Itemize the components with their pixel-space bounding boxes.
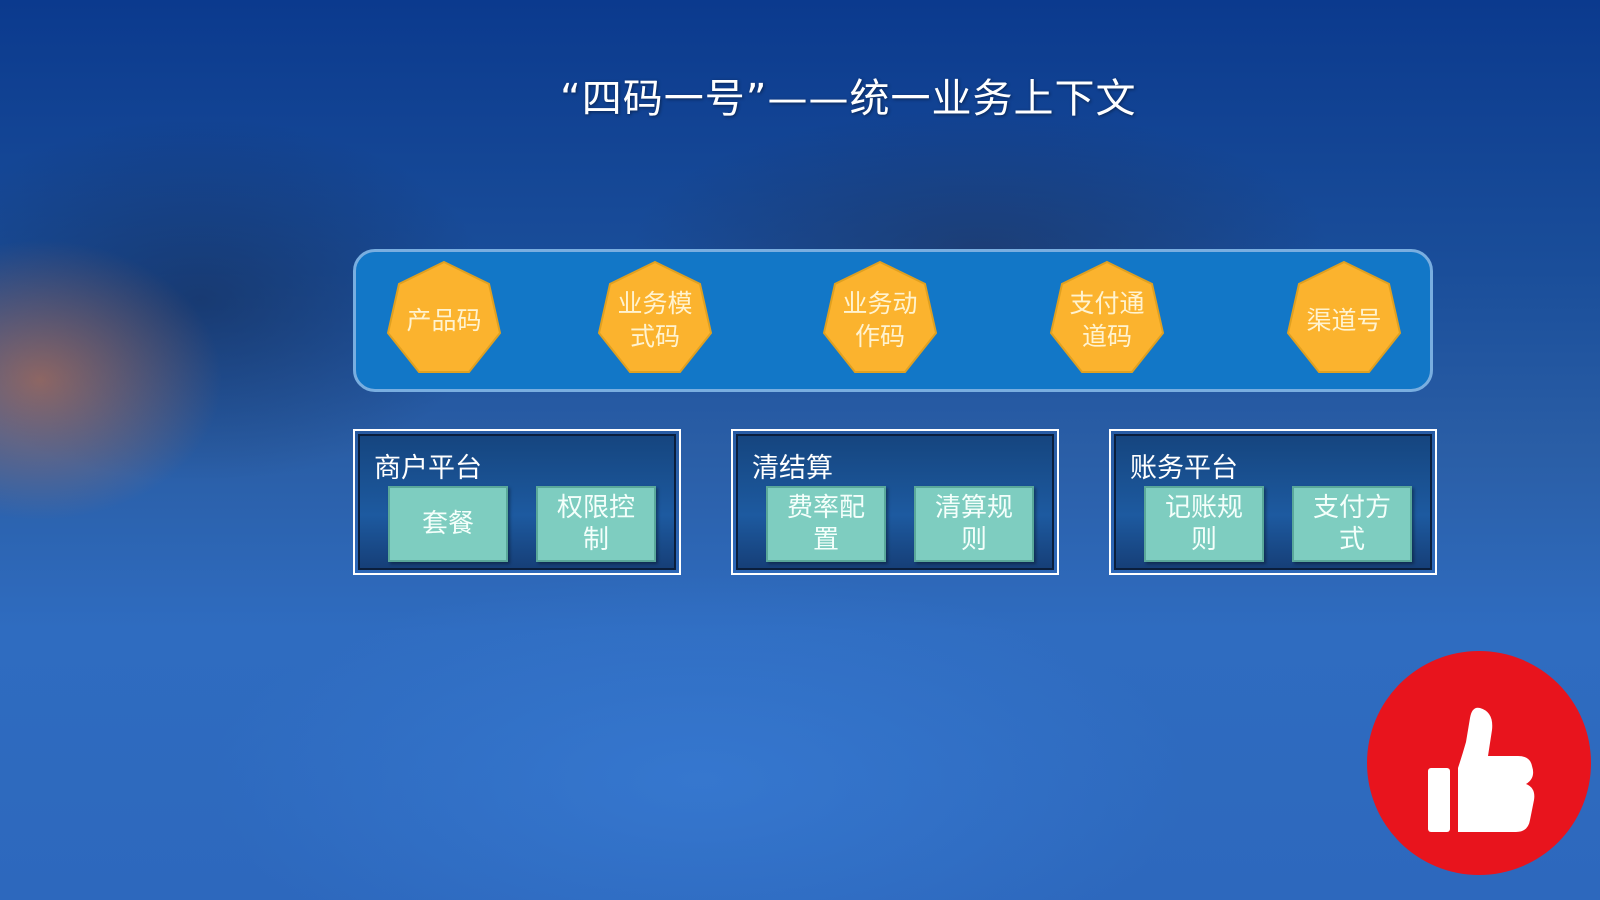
heptagon-shape (1049, 260, 1165, 373)
code-label: 渠道号 (1306, 305, 1382, 335)
code-product: 产品码 (382, 258, 506, 382)
code-business-mode: 业务模式码 (593, 258, 717, 382)
heptagon-shape (822, 260, 938, 373)
code-label: 业务动作码 (842, 289, 918, 351)
page-title: “四码一号”——统一业务上下文 (560, 76, 1137, 122)
tile-permission-control: 权限控制 (536, 486, 656, 562)
platform-merchant: 商户平台 套餐 权限控制 (353, 429, 681, 575)
code-label: 业务模式码 (617, 289, 693, 351)
code-label: 支付通道码 (1069, 289, 1145, 351)
tile-payment-methods: 支付方式 (1292, 486, 1412, 562)
heptagon-shape (597, 260, 713, 373)
panel-title: 清结算 (752, 453, 833, 484)
platform-accounting: 账务平台 记账规则 支付方式 (1109, 429, 1437, 575)
panel-body: 清结算 费率配置 清算规则 (736, 434, 1054, 570)
like-button[interactable] (1366, 650, 1592, 876)
heptagon-shape (1286, 260, 1402, 373)
code-channel-number: 渠道号 (1282, 258, 1406, 382)
tile-package: 套餐 (388, 486, 508, 562)
platform-clearing: 清结算 费率配置 清算规则 (731, 429, 1059, 575)
code-business-action: 业务动作码 (818, 258, 942, 382)
tile-clearing-rules: 清算规则 (914, 486, 1034, 562)
tile-bookkeeping-rules: 记账规则 (1144, 486, 1264, 562)
code-label: 产品码 (406, 305, 482, 335)
panel-body: 账务平台 记账规则 支付方式 (1114, 434, 1432, 570)
panel-title: 商户平台 (374, 453, 482, 484)
panel-body: 商户平台 套餐 权限控制 (358, 434, 676, 570)
code-payment-channel: 支付通道码 (1045, 258, 1169, 382)
heptagon-shape (386, 260, 502, 373)
tile-rate-config: 费率配置 (766, 486, 886, 562)
panel-title: 账务平台 (1130, 453, 1238, 484)
thumbs-up-icon (1367, 651, 1591, 875)
